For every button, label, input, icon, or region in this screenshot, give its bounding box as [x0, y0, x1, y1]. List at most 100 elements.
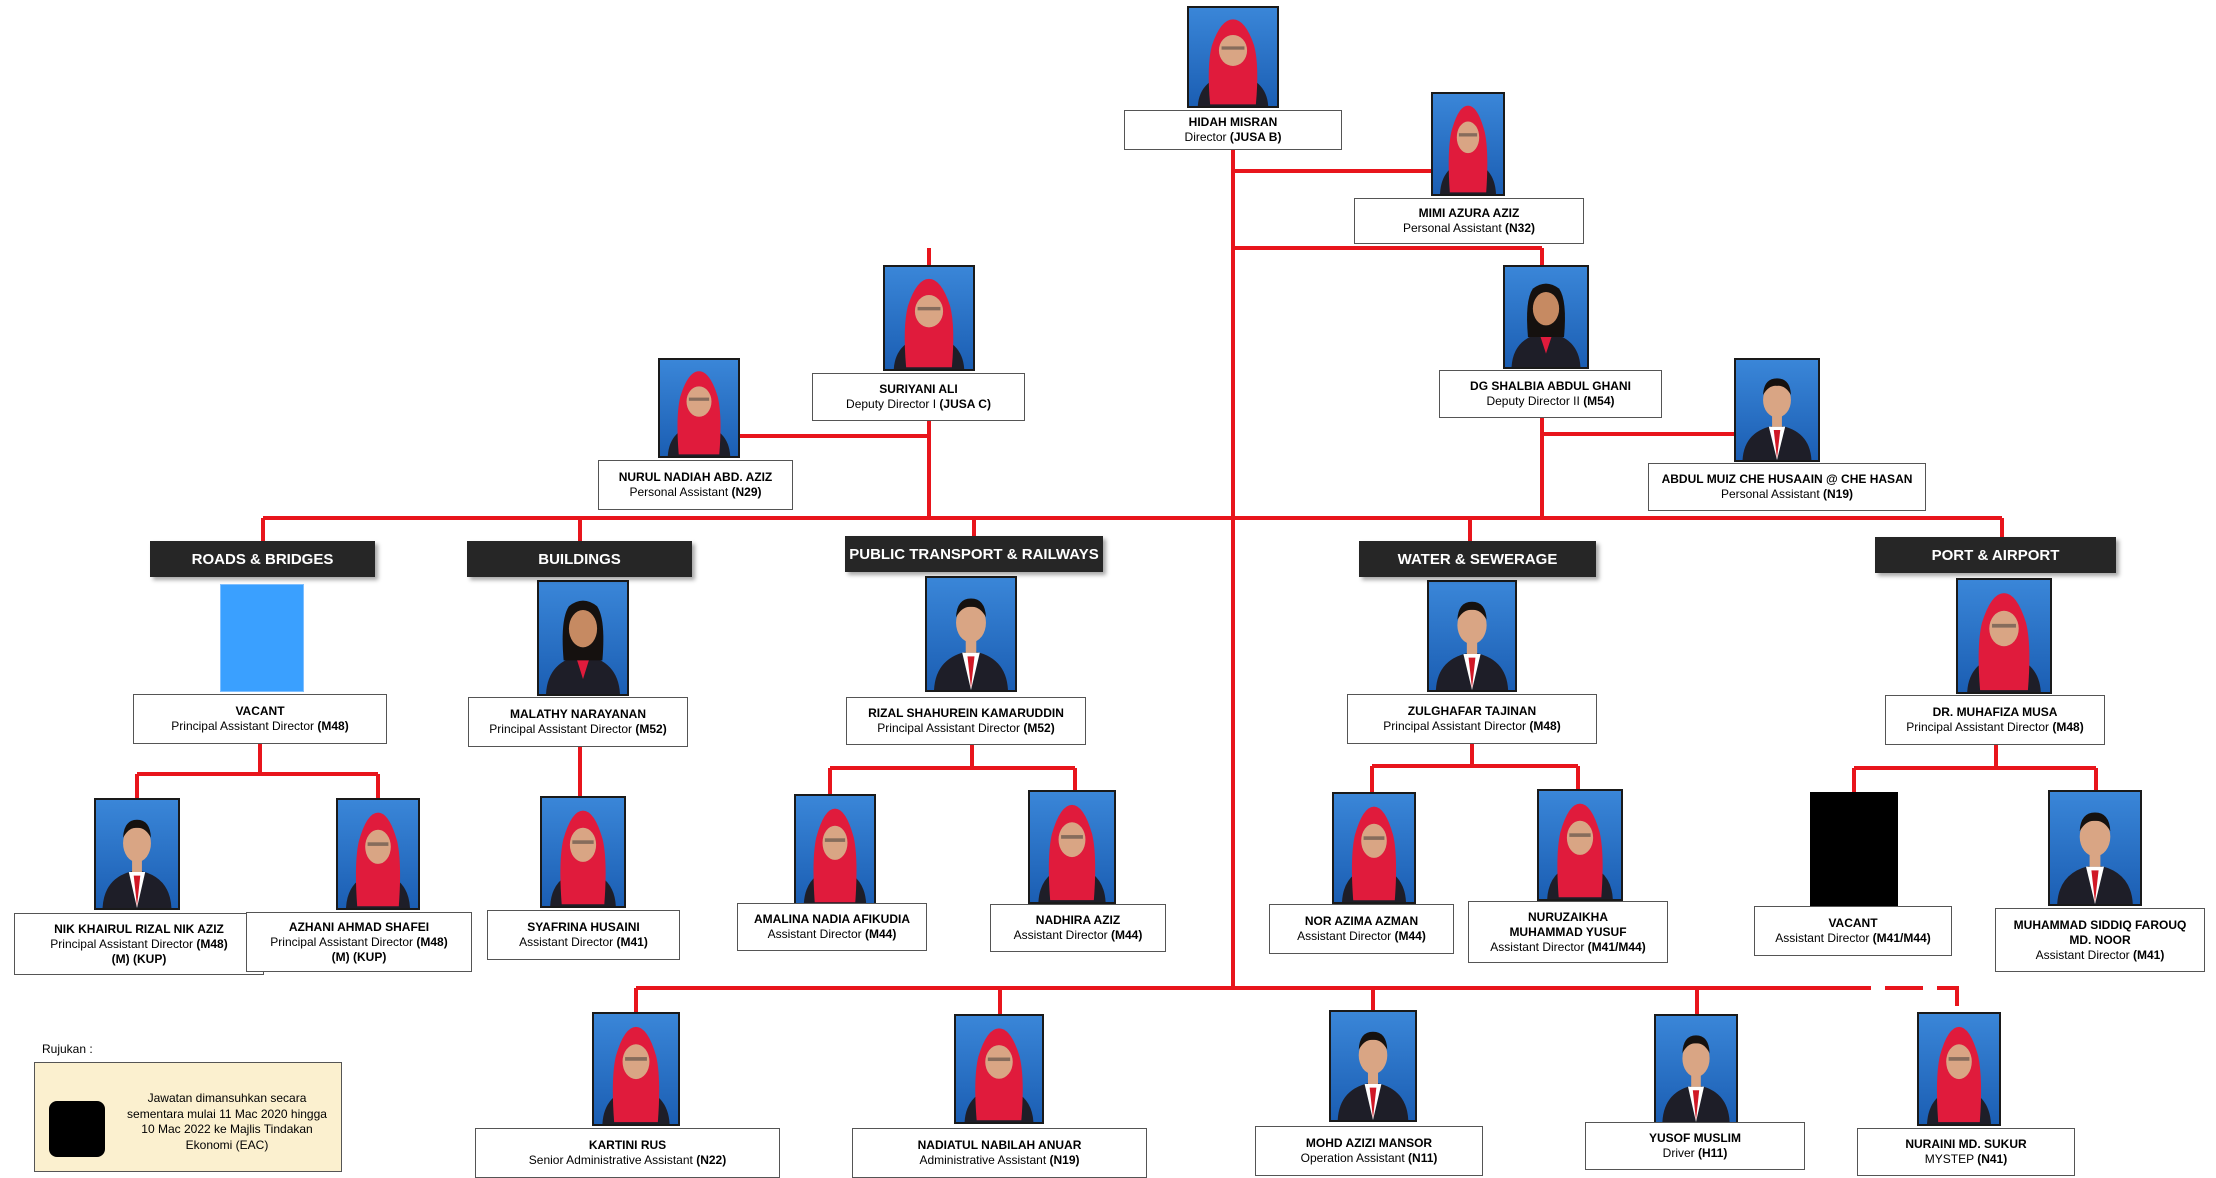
person-title: Principal Assistant Director (M52) — [877, 721, 1054, 736]
person-title: MYSTEP (N41) — [1925, 1152, 2007, 1167]
person-name: ABDUL MUIZ CHE HUSAAIN @ CHE HASAN — [1661, 472, 1913, 486]
grade-code: (M44) — [1111, 928, 1143, 942]
photo-admin-4 — [1654, 1014, 1738, 1124]
person-name: ZULGHAFAR TAJINAN — [1407, 704, 1537, 718]
person-extra: (M) (KUP) — [331, 949, 387, 964]
person-name: HIDAH MISRAN — [1188, 115, 1278, 129]
person-title: Deputy Director I (JUSA C) — [846, 397, 991, 412]
person-name: NURUL NADIAH ABD. AZIZ — [618, 470, 773, 484]
section-header-roads: ROADS & BRIDGES — [150, 541, 375, 577]
grade-code: (M48) — [196, 936, 228, 951]
person-name: VACANT — [235, 704, 285, 718]
person-name: NOR AZIMA AZMAN — [1304, 914, 1419, 928]
legend-swatch — [49, 1101, 105, 1157]
photo-pa-deputy-1 — [658, 358, 740, 458]
person-name: NURUZAIKHA — [1528, 909, 1608, 924]
photo-deputy-2 — [1503, 265, 1589, 369]
photo-pa-director — [1431, 92, 1505, 196]
title-text: Principal Assistant Director — [1906, 720, 2050, 734]
title-text: Personal Assistant — [629, 485, 729, 499]
person-title: Personal Assistant (N32) — [1403, 221, 1535, 236]
photo-roads-1 — [94, 798, 180, 910]
section-header-port: PORT & AIRPORT — [1875, 537, 2116, 573]
person-name: DR. MUHAFIZA MUSA — [1932, 705, 2058, 719]
legend-text: Jawatan dimansuhkan secara sementara mul… — [127, 1091, 327, 1152]
person-name-line2: MUHAMMAD YUSUF — [1509, 924, 1627, 939]
person-name: KARTINI RUS — [588, 1138, 667, 1152]
photo-deputy-1 — [883, 265, 975, 371]
person-title: Principal Assistant Director (M52) — [489, 722, 666, 737]
person-title: Assistant Director (M44) — [1297, 929, 1426, 944]
photo-admin-5 — [1917, 1012, 2001, 1126]
person-title: Principal Assistant Director (M48) — [1906, 720, 2083, 735]
person-name: RIZAL SHAHUREIN KAMARUDDIN — [868, 706, 1064, 720]
title-text: Assistant Director — [1775, 931, 1870, 945]
person-name: MOHD AZIZI MANSOR — [1305, 1136, 1433, 1150]
grade-code: (M48) — [1529, 719, 1561, 733]
title-text: Director — [1184, 130, 1227, 144]
person-title: Principal Assistant Director (M48) — [171, 719, 348, 734]
photo-pad-roads — [220, 584, 304, 692]
title-text: Principal Assistant Director — [877, 721, 1021, 735]
title-text: Senior Administrative Assistant — [528, 1153, 693, 1167]
grade-code: (N19) — [1823, 487, 1854, 501]
legend-title: Rujukan : — [42, 1042, 93, 1056]
section-header-transport: PUBLIC TRANSPORT & RAILWAYS — [845, 536, 1103, 572]
person-title: Operation Assistant (N11) — [1301, 1151, 1438, 1166]
person-title: Assistant Director (M41/M44) — [1775, 931, 1930, 946]
grade-code: (M52) — [1023, 721, 1055, 735]
section-header-buildings: BUILDINGS — [467, 541, 692, 577]
person-title: Assistant Director (M41) — [519, 935, 648, 950]
person-title: Personal Assistant (N19) — [1721, 487, 1853, 502]
photo-buildings-1 — [540, 796, 626, 908]
person-title: Principal Assistant Director (M48) — [50, 937, 227, 952]
grade-code: (M44) — [1394, 929, 1426, 943]
person-name: NURAINI MD. SUKUR — [1905, 1137, 2027, 1151]
person-name: SURIYANI ALI — [879, 382, 958, 396]
title-text: Assistant Director — [2035, 947, 2130, 962]
title-text: Assistant Director — [767, 927, 862, 941]
photo-pad-transport — [925, 576, 1017, 692]
person-title: Senior Administrative Assistant (N22) — [529, 1153, 726, 1168]
person-name: AMALINA NADIA AFIKUDIA — [754, 912, 910, 926]
photo-pad-water — [1427, 580, 1517, 692]
grade-code: (N32) — [1505, 221, 1536, 235]
person-name: MIMI AZURA AZIZ — [1418, 206, 1520, 220]
grade-code: (N22) — [696, 1153, 727, 1167]
person-title: Principal Assistant Director (M48) — [270, 935, 447, 950]
title-text: Deputy Director II — [1486, 394, 1580, 408]
person-name: MALATHY NARAYANAN — [509, 707, 646, 721]
person-name: NIK KHAIRUL RIZAL NIK AZIZ — [54, 921, 224, 936]
grade-code: (M48) — [416, 934, 448, 949]
person-title: Director (JUSA B) — [1185, 130, 1282, 145]
person-name: AZHANI AHMAD SHAFEI — [288, 919, 430, 934]
photo-roads-2 — [336, 798, 420, 910]
title-text: Personal Assistant — [1402, 221, 1502, 235]
grade-code: (M41/M44) — [1587, 939, 1646, 954]
title-text: Principal Assistant Director — [489, 722, 633, 736]
person-title: Personal Assistant (N29) — [629, 485, 761, 500]
title-text: MYSTEP — [1924, 1152, 1974, 1166]
photo-pa-deputy-2 — [1734, 358, 1820, 462]
person-title: Administrative Assistant (N19) — [919, 1153, 1079, 1168]
person-title: Principal Assistant Director (M48) — [1383, 719, 1560, 734]
grade-code: (JUSA B) — [1229, 130, 1282, 144]
grade-code: (M54) — [1583, 394, 1615, 408]
person-extra: (M) (KUP) — [111, 951, 167, 966]
grade-code: (M41) — [616, 935, 648, 949]
title-text: Assistant Director — [1490, 939, 1585, 954]
grade-code: (N29) — [731, 485, 762, 499]
title-text: Driver — [1662, 1146, 1695, 1160]
